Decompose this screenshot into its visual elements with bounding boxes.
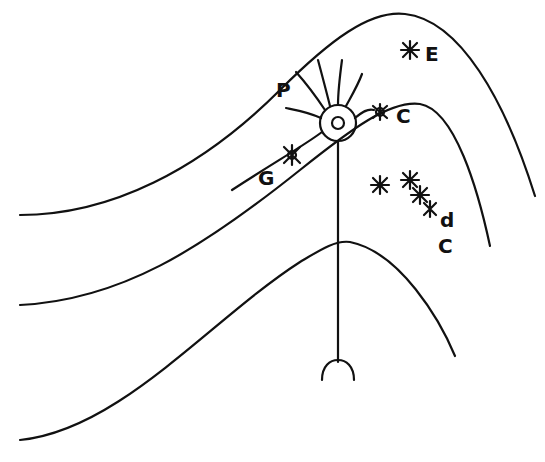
dendrite	[286, 108, 321, 118]
part-label: P	[276, 80, 291, 100]
star-cells	[371, 41, 436, 217]
part-label: C	[438, 236, 453, 256]
dendrite	[338, 60, 342, 105]
dendrite	[296, 72, 325, 110]
nucleus	[332, 117, 344, 129]
axon	[337, 141, 339, 362]
part-label: d	[440, 210, 454, 230]
part-label: C	[396, 106, 411, 126]
part-label: E	[425, 44, 439, 64]
part-label: G	[258, 168, 274, 188]
layer-boundary	[20, 14, 535, 215]
dendrite	[346, 74, 362, 106]
synapse-star	[284, 145, 300, 165]
synapse-star	[373, 104, 387, 120]
layer-boundary	[20, 242, 455, 440]
dendrite	[355, 109, 374, 118]
dendrite	[232, 132, 322, 190]
dendrite	[318, 60, 330, 106]
axon-terminal	[322, 360, 354, 380]
layer-boundary	[20, 104, 490, 305]
